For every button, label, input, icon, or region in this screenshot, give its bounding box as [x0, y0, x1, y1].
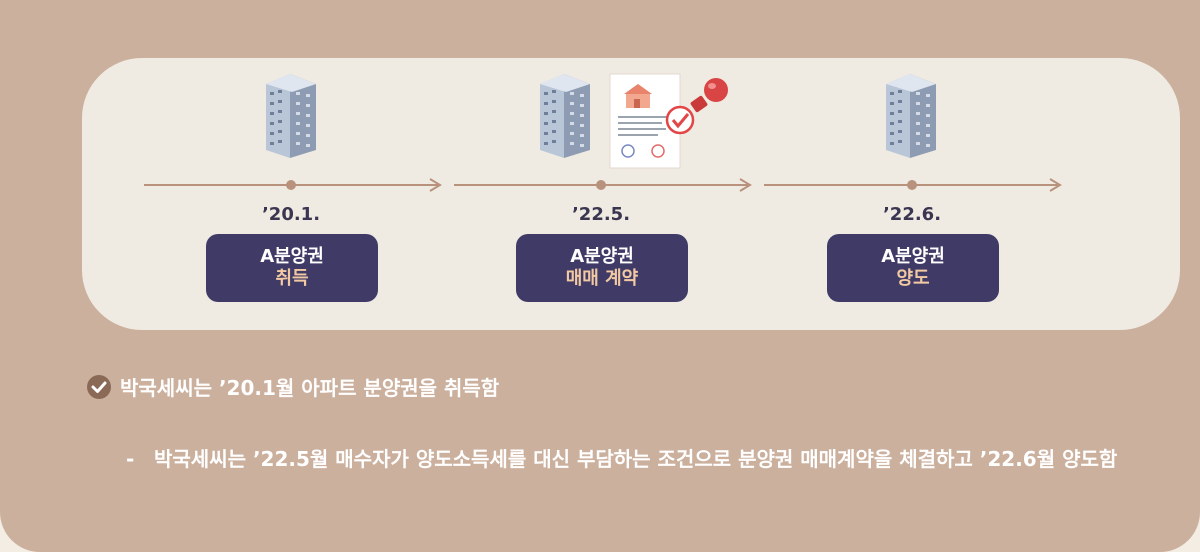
detail-note-text: 박국세씨는 ’22.5월 매수자가 양도소득세를 대신 부담하는 조건으로 분양…	[154, 447, 1118, 471]
stage-date: ’22.5.	[571, 204, 631, 225]
detail-note: - 박국세씨는 ’22.5월 매수자가 양도소득세를 대신 부담하는 조건으로 …	[126, 438, 1130, 480]
stage-subtitle: 취득	[275, 268, 309, 289]
check-circle-icon	[87, 374, 111, 399]
stage-subtitle: 양도	[896, 268, 930, 289]
timeline-arrows	[144, 178, 1062, 192]
stage-title: A분양권	[881, 246, 945, 267]
stage-date: ’22.6.	[882, 204, 942, 225]
contract-stamp-icon	[609, 73, 728, 169]
stage-date: ’20.1.	[261, 204, 321, 225]
stage-title: A분양권	[570, 246, 634, 267]
main-note-text: 박국세씨는 ’20.1월 아파트 분양권을 취득함	[120, 376, 500, 400]
stage-box-sale-contract: A분양권 매매 계약	[516, 234, 688, 302]
stage-title: A분양권	[260, 246, 324, 267]
timeline-card: ’20.1. ’22.5. ’22.6. A분양권 취득 A분양권 매매 계약 …	[82, 58, 1180, 330]
apartment-building-icon	[266, 74, 316, 158]
main-note: 박국세씨는 ’20.1월 아파트 분양권을 취득함	[86, 372, 499, 401]
apartment-building-icon	[540, 74, 590, 158]
stage-box-acquisition: A분양권 취득	[206, 234, 378, 302]
apartment-building-icon	[886, 74, 936, 158]
stage-subtitle: 매매 계약	[565, 268, 639, 289]
stage-box-transfer: A분양권 양도	[827, 234, 999, 302]
dash-marker: -	[126, 447, 135, 471]
